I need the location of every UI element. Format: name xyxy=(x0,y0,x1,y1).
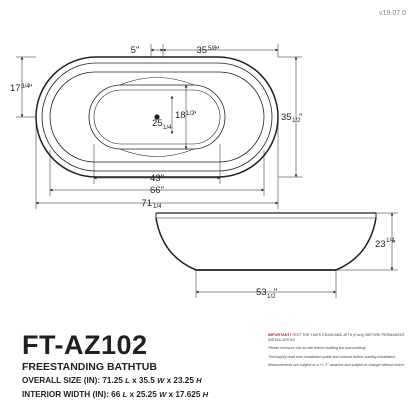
tub-floor xyxy=(93,89,221,145)
dim-inner-length-frac: 1/2 xyxy=(186,110,195,117)
svg-text:": " xyxy=(193,110,196,121)
inner-rim xyxy=(49,71,265,163)
product-name: FREESTANDING BATHTUB xyxy=(22,361,157,373)
overall-size-spec: OVERALL SIZE (IN): 71.25 L x 35.5 W x 23… xyxy=(22,376,202,385)
dim-inner-length: 18 xyxy=(175,110,186,121)
side-view xyxy=(155,212,377,271)
dim-inner-width-frac: 1/4 xyxy=(163,124,172,131)
important-label: IMPORTANT! xyxy=(268,333,291,337)
version-label: v19.07.0 xyxy=(379,10,406,17)
svg-text:": " xyxy=(392,239,395,250)
dim-interior-length: 66" xyxy=(150,185,164,196)
drain-icon xyxy=(154,114,160,120)
dim-overall-length-frac: 1/4 xyxy=(153,203,162,210)
top-view-dimension-labels: 5" 35 5/8 " 17 3/4 " 25 1/4 18 1/2 " 35 … xyxy=(10,45,302,210)
dim-overall-length: 71 xyxy=(141,198,152,209)
installation-notes: IMPORTANT! TEST THE TUB'S DRAIN AND JETS… xyxy=(268,333,408,371)
middle-rim xyxy=(41,62,273,172)
dim-height-frac: 1/4 xyxy=(386,237,395,244)
tub-body xyxy=(155,217,377,271)
dim-overall-width: 35 xyxy=(281,112,292,123)
product-model: FT-AZ102 xyxy=(22,330,148,360)
top-view-dimensions xyxy=(16,44,302,209)
dim-height: 23 xyxy=(375,239,386,250)
dim-inner-floor: 43" xyxy=(150,173,164,184)
side-view-dimensions xyxy=(195,212,398,298)
note-variance: Measurements are subject to a +/- 1" var… xyxy=(268,362,406,367)
tub-basin xyxy=(88,84,226,150)
svg-text:": " xyxy=(274,287,277,298)
note-measure: Please measure tub on-site before buildi… xyxy=(268,346,366,351)
svg-text:": " xyxy=(29,83,32,94)
dim-left-height: 17 xyxy=(10,83,21,94)
side-view-dimension-labels: 23 1/4 " 53 1/2 " xyxy=(256,237,395,300)
dim-top-width: 5" xyxy=(131,45,140,56)
dim-overall-width-frac: 1/2 xyxy=(292,117,301,124)
dim-base-length: 53 xyxy=(256,287,267,298)
top-view xyxy=(35,56,279,178)
dim-base-length-frac: 1/2 xyxy=(267,293,276,300)
svg-text:": " xyxy=(299,112,302,123)
dim-left-height-frac: 3/4 xyxy=(21,83,30,90)
dim-top-span: 35 xyxy=(196,45,207,56)
dim-top-span-frac: 5/8 xyxy=(208,45,217,52)
note-read-guide: Thoroughly read over installation guide … xyxy=(268,354,396,359)
center-shoulder-arcs xyxy=(119,77,195,157)
dim-inner-width: 25 xyxy=(152,118,163,129)
svg-text:": " xyxy=(216,45,219,56)
important-text: TEST THE TUB'S DRAIN AND JETS (if any) B… xyxy=(268,333,405,342)
interior-width-spec: INTERIOR WIDTH (IN): 66 L x 25.25 W x 17… xyxy=(22,390,209,399)
